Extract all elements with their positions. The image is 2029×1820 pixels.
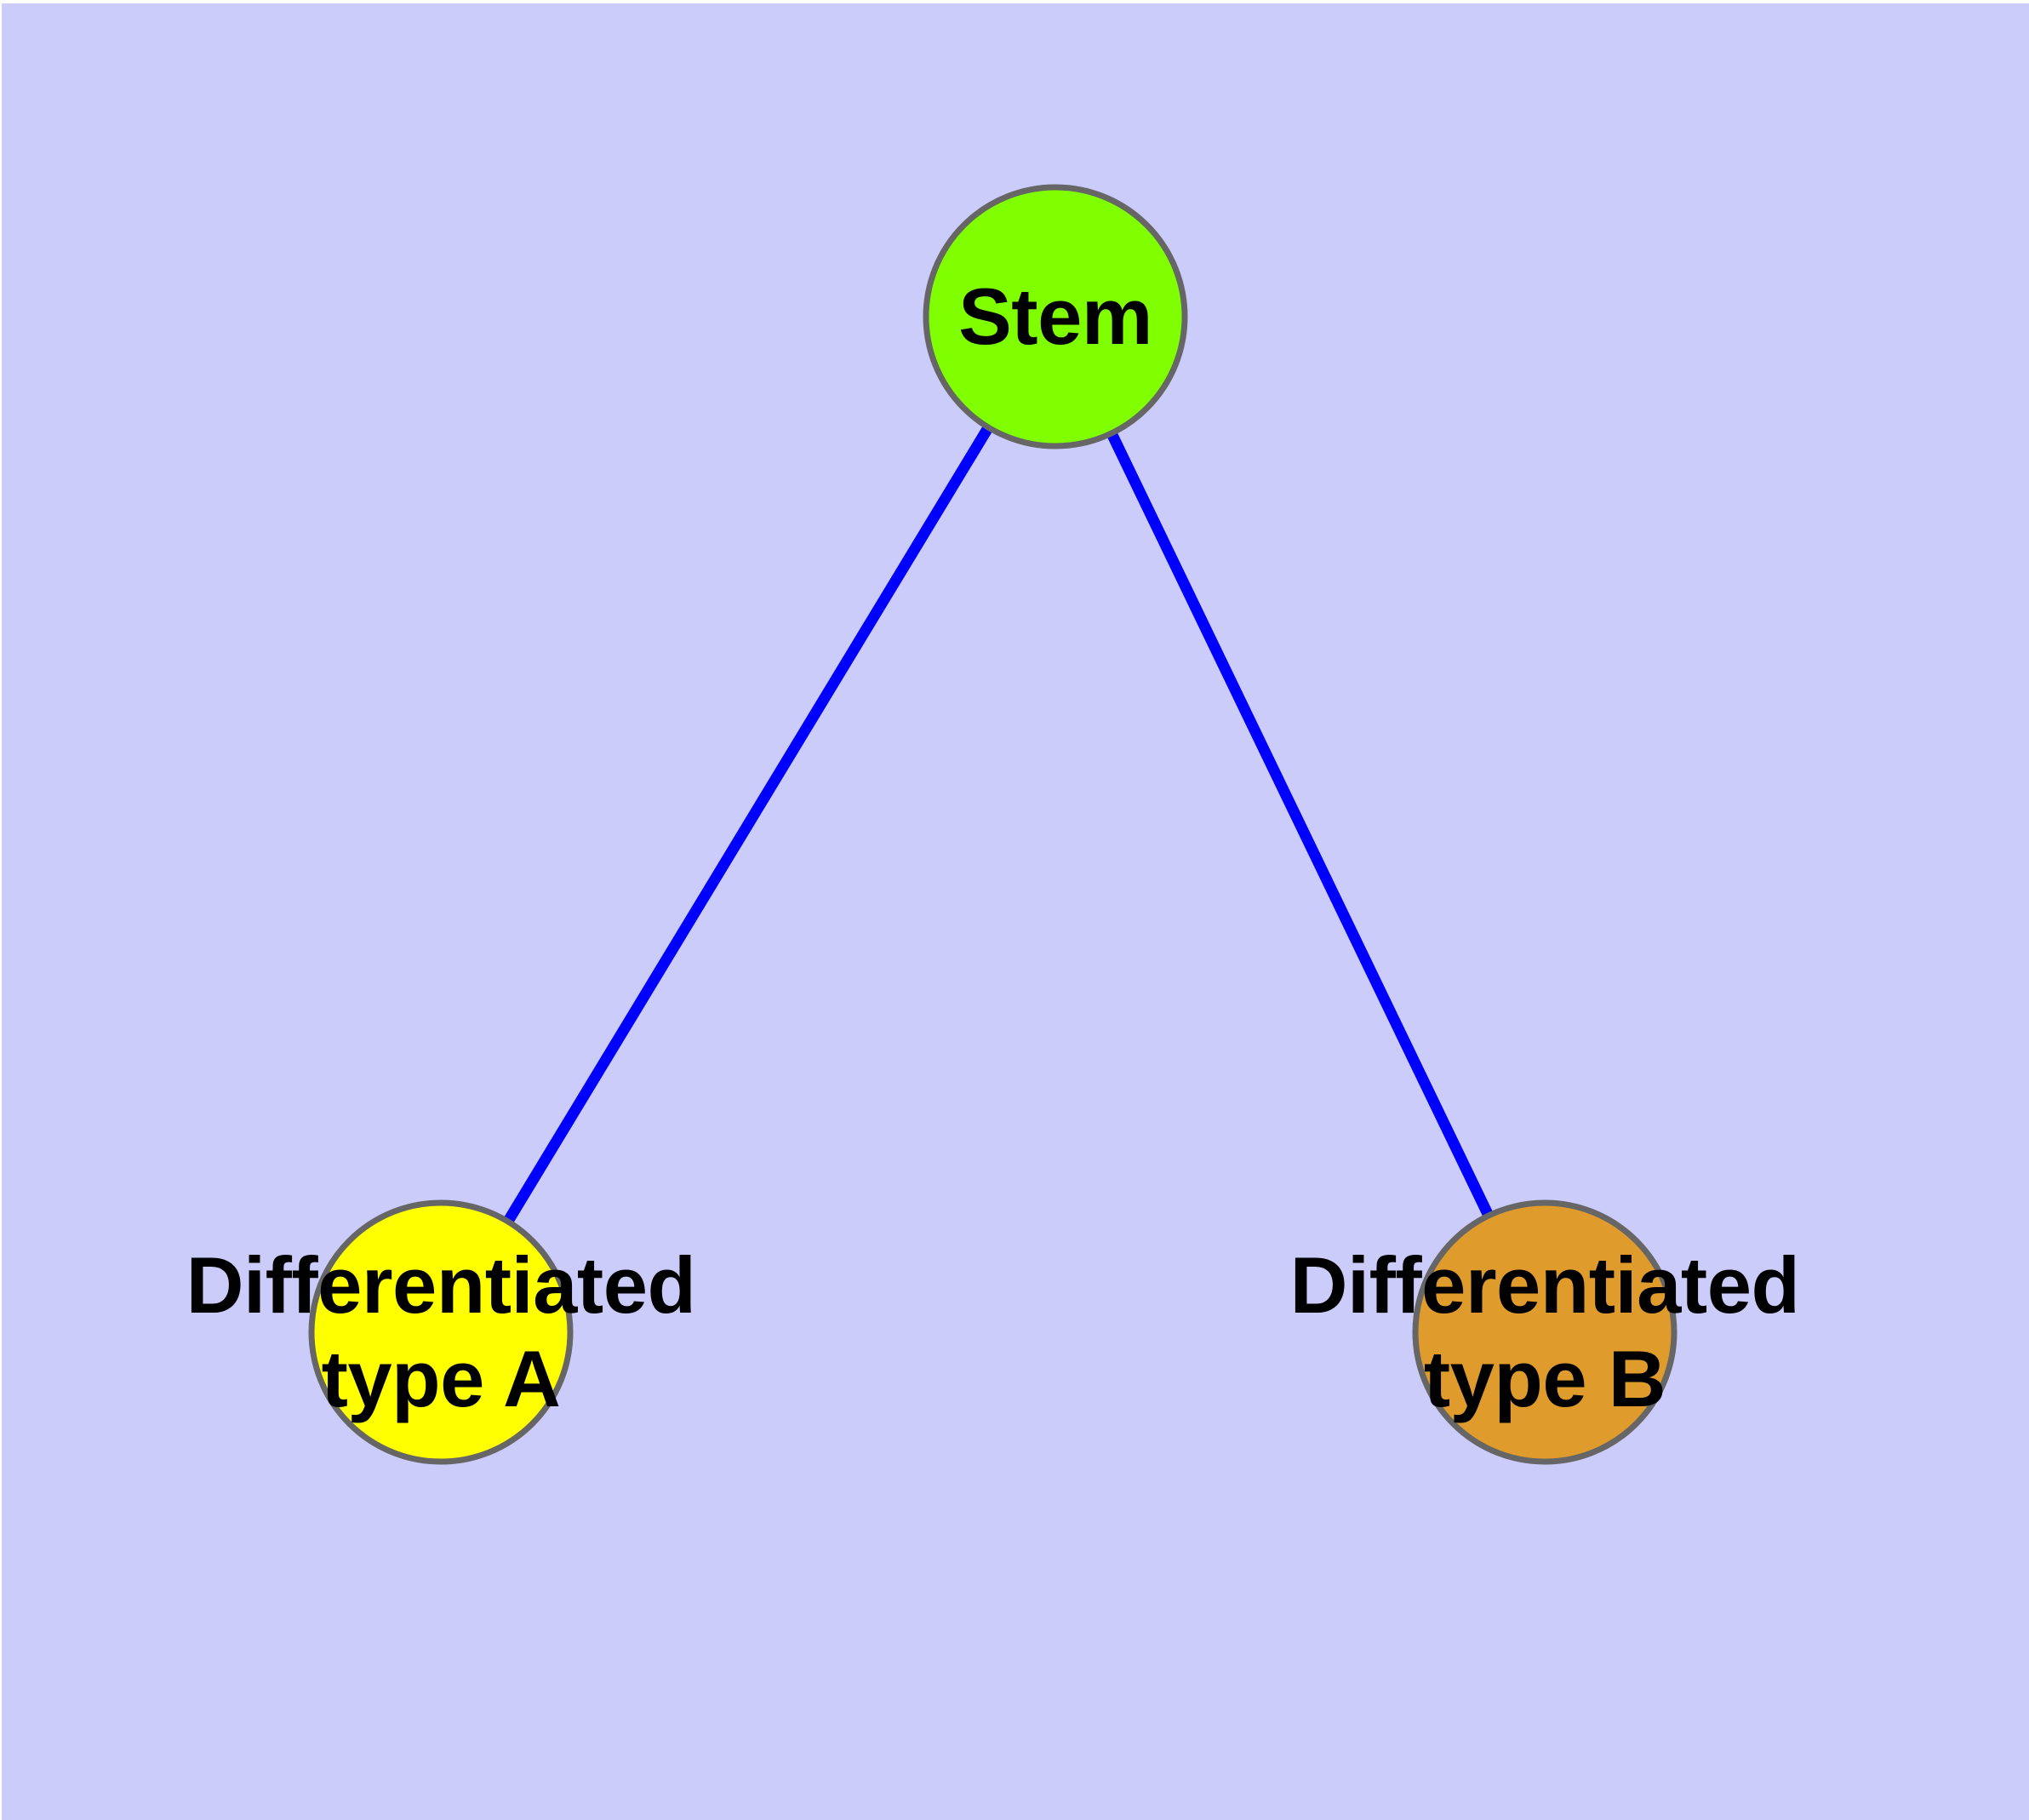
nodes-layer xyxy=(308,184,1677,1465)
graph-node-diff-b[interactable] xyxy=(1412,1199,1677,1465)
graph-node-stem[interactable] xyxy=(923,184,1188,449)
edges-layer xyxy=(503,424,1494,1225)
graph-node-diff-a[interactable] xyxy=(308,1199,574,1465)
graph-edge[interactable] xyxy=(1106,431,1494,1218)
graph-edge[interactable] xyxy=(503,424,993,1225)
